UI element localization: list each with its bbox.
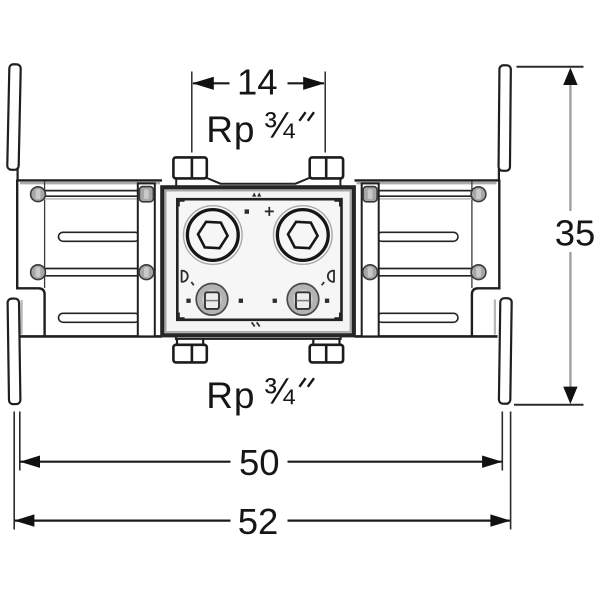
- svg-text:Rp: Rp: [206, 109, 255, 150]
- svg-text:¾: ¾: [264, 371, 296, 412]
- svg-text:14: 14: [237, 61, 278, 102]
- svg-text:Rp: Rp: [206, 375, 255, 416]
- svg-text:52: 52: [238, 501, 279, 542]
- svg-text:¾: ¾: [264, 105, 296, 146]
- svg-text:35: 35: [555, 212, 596, 253]
- svg-text:50: 50: [239, 442, 280, 483]
